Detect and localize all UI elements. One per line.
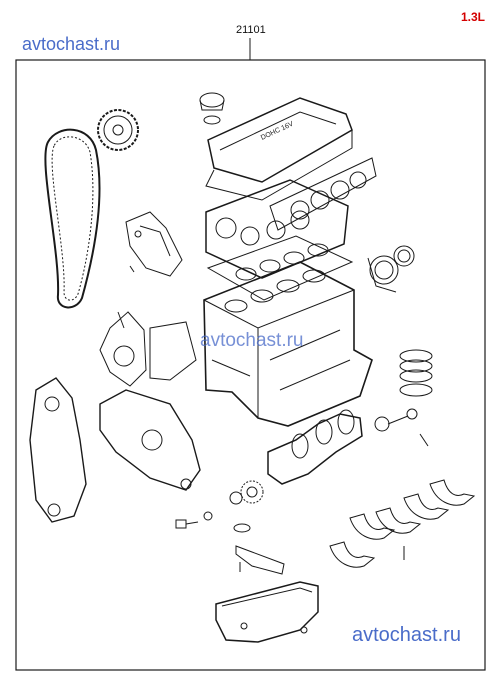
oil-pump-front-case xyxy=(99,389,201,491)
diagram-frame xyxy=(15,59,486,671)
engine-mount-bracket xyxy=(125,211,183,277)
cylinder-head xyxy=(205,179,349,279)
rear-oil-seal-housing xyxy=(367,245,415,293)
water-pump xyxy=(99,311,197,387)
piston-rings xyxy=(399,349,433,397)
oil-strainer xyxy=(233,523,285,575)
oil-filler-cap xyxy=(199,92,225,125)
main-bearing-shells xyxy=(329,479,476,568)
watermark-bottom: avtochast.ru xyxy=(352,624,461,646)
watermark-top: avtochast.ru xyxy=(22,34,121,54)
cylinder-block xyxy=(203,261,373,427)
intake-manifold xyxy=(269,157,377,231)
crankshaft-sprocket xyxy=(203,480,264,521)
connecting-rod xyxy=(374,408,429,447)
oil-pan xyxy=(215,581,319,643)
crank-bolt xyxy=(175,519,199,529)
part-number-label: 21101 xyxy=(236,24,266,36)
camshaft-sprocket xyxy=(97,109,139,151)
engine-variant-label: 1.3L xyxy=(460,10,485,24)
svg-text:DOHC 16V: DOHC 16V xyxy=(260,121,295,142)
timing-belt xyxy=(44,128,101,309)
front-timing-cover xyxy=(29,377,87,523)
watermark-middle: avtochast.ru xyxy=(200,330,304,351)
crankshaft xyxy=(267,409,363,485)
